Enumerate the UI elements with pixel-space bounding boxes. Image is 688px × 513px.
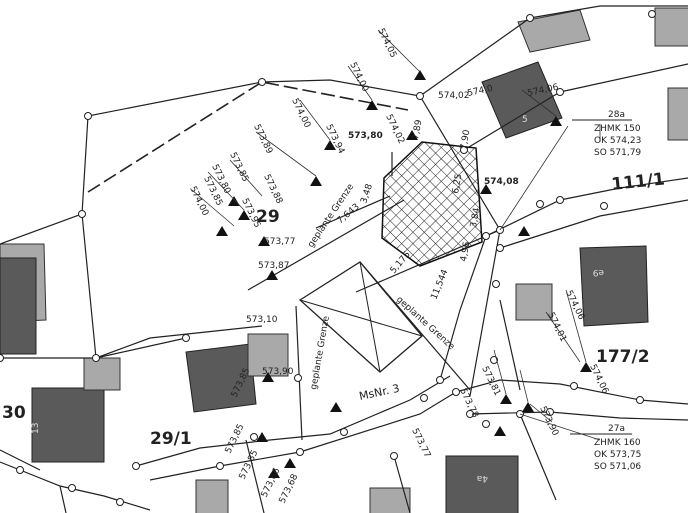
elev-4: 574,02	[383, 113, 406, 146]
building-5	[481, 61, 563, 139]
elev-17: 573,10	[246, 315, 278, 325]
ref-27a-id: 27a	[608, 424, 625, 434]
dim-5175: 5,175	[389, 250, 413, 276]
elev-24: 573,81	[479, 365, 502, 398]
buildings	[0, 7, 688, 513]
dim-384: 3,84	[469, 207, 482, 229]
reference-27a: 27a ZHMK 160 OK 573,75 SO 571,06	[570, 424, 641, 472]
msnr-label: MsNr. 3	[358, 382, 401, 403]
elev-19: 574,08	[484, 177, 519, 187]
dim-625: 6,25	[451, 173, 464, 194]
elev-31: 573,77	[409, 427, 432, 460]
elev-2: 574,00	[347, 61, 370, 94]
parcel-29-1: 29/1	[150, 429, 192, 449]
planned-boundary-label-2: geplante Grenze	[394, 295, 456, 353]
ref-28a-l3: SO 571,79	[594, 148, 641, 158]
building-right-edge	[667, 87, 688, 141]
building-4a	[445, 455, 519, 513]
elev-30: 573,68	[278, 472, 301, 505]
parcel-177-2: 177/2	[596, 347, 650, 367]
elev-8: 573,94	[323, 123, 346, 156]
elev-18: 573,90	[262, 367, 294, 377]
house-number-5: 5	[522, 115, 528, 125]
building-top-right	[517, 9, 591, 53]
elev-26: 573,90	[537, 405, 560, 438]
dim-496: 4,96	[459, 241, 472, 263]
ref-27a-l2: OK 573,75	[594, 450, 641, 460]
boundary-nodes	[0, 10, 656, 506]
planned-lot-diag1	[299, 299, 423, 337]
elev-1: 574,05	[375, 27, 398, 60]
dim-11544: 11,544	[430, 268, 451, 301]
elev-29: 573,66	[260, 466, 283, 499]
ref-27a-l1: ZHMK 160	[594, 438, 641, 448]
parcel-30: 30	[2, 403, 26, 423]
dim-348: 3,48	[359, 183, 375, 205]
elev-23: 574,06	[587, 363, 610, 396]
dim-789: 7,89	[411, 119, 424, 141]
elev-22: 574,01	[545, 311, 568, 344]
dim-790: 7,90	[459, 129, 472, 151]
elev-27: 573,85	[224, 423, 247, 456]
building-left-dark	[0, 257, 37, 355]
parcel-29: 29	[256, 207, 280, 227]
ref-28a-l1: ZHMK 150	[594, 124, 641, 134]
ref-27a-l3: SO 571,06	[594, 462, 641, 472]
house-number-4a: 4a	[477, 473, 488, 483]
house-number-13: 13	[31, 423, 41, 434]
elev-9: 573,85	[227, 151, 250, 184]
building-29-1	[185, 343, 257, 413]
elev-3: 574,02	[438, 91, 470, 101]
house-number-e9: e9	[592, 267, 604, 277]
planned-building-hatched	[381, 141, 483, 267]
building-13	[31, 387, 105, 463]
reference-28a: 28a ZHMK 150 OK 574,23 SO 571,79	[572, 110, 641, 158]
elevation-markers	[216, 70, 592, 478]
building-bottom-mid	[369, 487, 411, 513]
elev-15: 573,77	[264, 237, 296, 247]
parcel-111-1: 111/1	[610, 169, 665, 194]
planned-boundary-label-3: geplante Grenze	[309, 315, 332, 391]
building-right-small	[515, 283, 553, 321]
building-top-far-right	[654, 7, 688, 47]
elev-12: 573,88	[261, 173, 284, 206]
building-bottom-left	[195, 479, 229, 513]
building-29-1-annex	[247, 333, 289, 377]
elev-5: 573,80	[348, 131, 383, 141]
building-small-mid-left	[83, 357, 121, 391]
ref-28a-id: 28a	[608, 110, 625, 120]
elev-6: 574,00	[289, 97, 312, 130]
boundary-dashed	[87, 81, 409, 193]
elev-16: 573,87	[258, 261, 290, 271]
elev-7: 573,89	[251, 123, 274, 156]
planned-lot-diag2	[359, 261, 381, 373]
building-e9	[579, 245, 649, 327]
elevation-leaders	[191, 29, 601, 441]
ref-28a-l2: OK 574,23	[594, 136, 641, 146]
elev-28: 573,85	[238, 449, 261, 482]
